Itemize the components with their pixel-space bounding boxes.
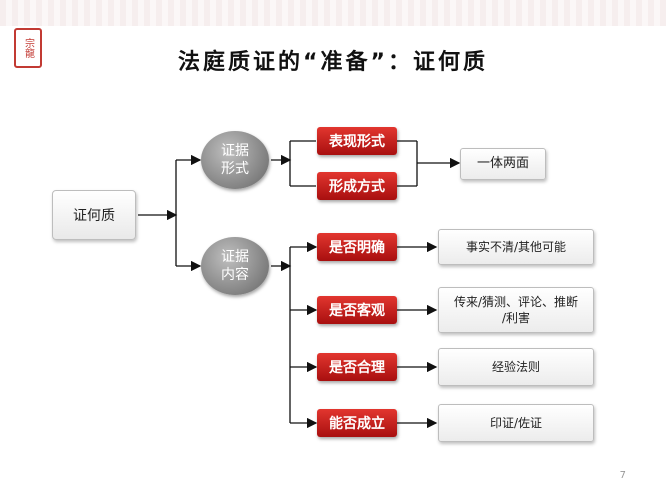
slide-title: 法庭质证的“准备”：证何质 <box>178 50 488 75</box>
content-answer: 事实不清/其他可能 <box>438 229 594 265</box>
content-answer: 经验法则 <box>438 348 594 386</box>
content-question: 是否客观 <box>317 296 397 324</box>
form-result: 一体两面 <box>460 148 546 180</box>
form-item-formation: 形成方式 <box>317 172 397 200</box>
evidence-form-node: 证据 形式 <box>201 131 269 189</box>
content-answer: 传来/猜测、评论、推断 /利害 <box>438 287 594 333</box>
content-question: 能否成立 <box>317 409 397 437</box>
content-answer: 印证/佐证 <box>438 404 594 442</box>
content-question: 是否明确 <box>317 233 397 261</box>
seal-logo: 宗龍 <box>14 28 42 68</box>
root-node: 证何质 <box>52 190 136 240</box>
decorative-header-band <box>0 0 666 26</box>
evidence-content-node: 证据 内容 <box>201 237 269 295</box>
form-item-presentation: 表现形式 <box>317 127 397 155</box>
page-number: 7 <box>619 470 626 481</box>
content-question: 是否合理 <box>317 353 397 381</box>
